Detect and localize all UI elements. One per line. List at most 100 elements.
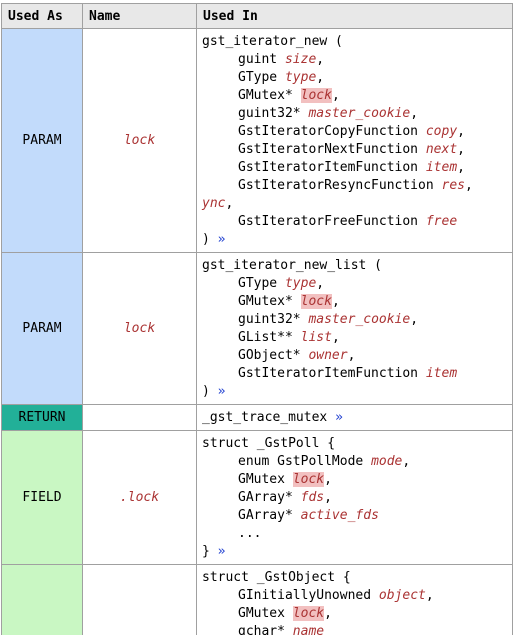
param-name: master_cookie bbox=[308, 312, 411, 327]
param-name: mode bbox=[371, 454, 403, 469]
param-name: copy bbox=[425, 124, 458, 139]
param-name-wrap: ync bbox=[202, 196, 226, 211]
code-param-line: GMutex* lock, bbox=[238, 294, 340, 309]
code-param-line: GstIteratorItemFunction item bbox=[202, 365, 512, 383]
used-in-cell: gst_iterator_new (guint size,GType type,… bbox=[196, 28, 513, 253]
param-type: GObject* bbox=[238, 348, 309, 363]
code-param-line: GType type, bbox=[238, 276, 325, 291]
code-param-line: GType type, bbox=[238, 70, 325, 85]
param-name: type bbox=[284, 70, 317, 85]
param-type: guint32* bbox=[238, 312, 309, 327]
used-as-cell: FIELD bbox=[1, 430, 83, 565]
param-type: enum GstPollMode bbox=[238, 454, 372, 469]
close-bracket: } bbox=[202, 544, 210, 559]
code-param-line: GstIteratorItemFunction item, bbox=[238, 160, 465, 175]
code-param-line: GstIteratorFreeFunction free bbox=[202, 213, 512, 231]
code-signature[interactable]: gst_iterator_new ( bbox=[202, 34, 343, 49]
more-link[interactable]: » bbox=[217, 232, 226, 247]
code-head: struct _GstPoll { bbox=[202, 435, 512, 453]
param-type: GstIteratorCopyFunction bbox=[238, 124, 426, 139]
param-type: GstIteratorNextFunction bbox=[238, 142, 426, 157]
highlighted-lock: lock bbox=[292, 606, 325, 621]
used-as-cell bbox=[1, 564, 83, 635]
param-type: GstIteratorFreeFunction bbox=[238, 214, 426, 229]
param-name: object bbox=[378, 588, 426, 603]
column-header-used-as[interactable]: Used As bbox=[1, 3, 83, 29]
name-cell bbox=[82, 564, 197, 635]
more-link[interactable]: » bbox=[217, 544, 226, 559]
param-type: GMutex bbox=[238, 606, 293, 621]
highlighted-lock: lock bbox=[292, 472, 325, 487]
column-header-used-in[interactable]: Used In bbox=[196, 3, 513, 29]
param-name: master_cookie bbox=[308, 106, 411, 121]
close-bracket: ) bbox=[202, 384, 210, 399]
code-param-line: guint32* master_cookie, bbox=[238, 312, 419, 327]
code-head: gst_iterator_new ( bbox=[202, 33, 512, 51]
code-wrap-line: ync, bbox=[202, 196, 234, 211]
used-in-cell: gst_iterator_new_list ( GType type, GMutex… bbox=[196, 252, 513, 405]
param-name: name bbox=[292, 624, 325, 635]
param-type: guint bbox=[238, 52, 285, 67]
code-close: ) » bbox=[202, 383, 512, 401]
param-name: fds bbox=[300, 490, 325, 505]
param-name: active_fds bbox=[300, 508, 379, 523]
param-name: next bbox=[425, 142, 458, 157]
code-param-line: GObject* owner, bbox=[238, 348, 356, 363]
table-header-row: Used As Name Used In bbox=[1, 3, 513, 29]
param-type: GMutex bbox=[238, 472, 293, 487]
code-param-line: GstIteratorNextFunction next, bbox=[238, 142, 465, 157]
code-param-line: GArray* active_fds bbox=[202, 507, 512, 525]
highlighted-lock: lock bbox=[300, 294, 332, 309]
param-type: GMutex* bbox=[238, 294, 301, 309]
param-name: item bbox=[425, 366, 458, 381]
param-type: GType bbox=[238, 70, 285, 85]
code-param-line: GInitiallyUnowned object, bbox=[238, 588, 434, 603]
used-as-cell: PARAM bbox=[1, 252, 83, 405]
code-param-line: guint32* master_cookie, bbox=[238, 106, 419, 121]
code-param-line: GMutex* lock, bbox=[238, 88, 340, 103]
name-cell bbox=[82, 404, 197, 431]
code-signature[interactable]: struct _GstObject { bbox=[202, 570, 351, 585]
param-type: GstIteratorResyncFunction bbox=[238, 178, 442, 193]
code-signature[interactable]: _gst_trace_mutex bbox=[202, 410, 336, 425]
name-cell: lock bbox=[82, 252, 197, 405]
code-param-line: GstIteratorCopyFunction copy, bbox=[238, 124, 465, 139]
code-param-line: GMutex lock, bbox=[238, 606, 332, 621]
code-param-line: enum GstPollMode mode, bbox=[238, 454, 411, 469]
param-name: list bbox=[300, 330, 332, 345]
param-type: GstIteratorItemFunction bbox=[238, 366, 426, 381]
param-type: gchar* bbox=[238, 624, 293, 635]
column-header-name[interactable]: Name bbox=[82, 3, 197, 29]
used-in-cell: struct _GstPoll { enum GstPollMode mode, G… bbox=[196, 430, 513, 565]
param-name: type bbox=[284, 276, 317, 291]
code-close: } » bbox=[202, 543, 512, 561]
code-signature[interactable]: struct _GstPoll { bbox=[202, 436, 336, 451]
code-close: ) » bbox=[202, 231, 512, 249]
code-head: gst_iterator_new_list ( bbox=[202, 257, 512, 275]
param-type: GMutex* bbox=[238, 88, 301, 103]
code-signature[interactable]: gst_iterator_new_list ( bbox=[202, 258, 383, 273]
used-in-cell: struct _GstObject { GInitiallyUnowned obj… bbox=[196, 564, 513, 635]
name-cell: .lock bbox=[82, 430, 197, 565]
param-name: res bbox=[441, 178, 465, 193]
more-link[interactable]: » bbox=[217, 384, 226, 399]
used-as-cell: RETURN bbox=[1, 404, 83, 431]
param-name: free bbox=[425, 214, 458, 229]
param-type: guint32* bbox=[238, 106, 309, 121]
highlighted-lock: lock bbox=[300, 88, 332, 103]
param-name: item bbox=[425, 160, 458, 175]
code-param-line: GstIteratorResyncFunction res, bbox=[238, 178, 473, 193]
code-head: _gst_trace_mutex » bbox=[202, 409, 512, 427]
param-type: GArray* bbox=[238, 490, 301, 505]
code-param-line: gchar* name bbox=[202, 623, 512, 635]
param-type: GArray* bbox=[238, 508, 301, 523]
code-head: struct _GstObject { bbox=[202, 569, 512, 587]
table-row: struct _GstObject { GInitiallyUnowned obj… bbox=[1, 564, 513, 635]
table-row: FIELD.lock struct _GstPoll { enum GstPollM… bbox=[1, 430, 513, 565]
code-param-line: GList** list, bbox=[238, 330, 340, 345]
more-link[interactable]: » bbox=[335, 410, 343, 425]
